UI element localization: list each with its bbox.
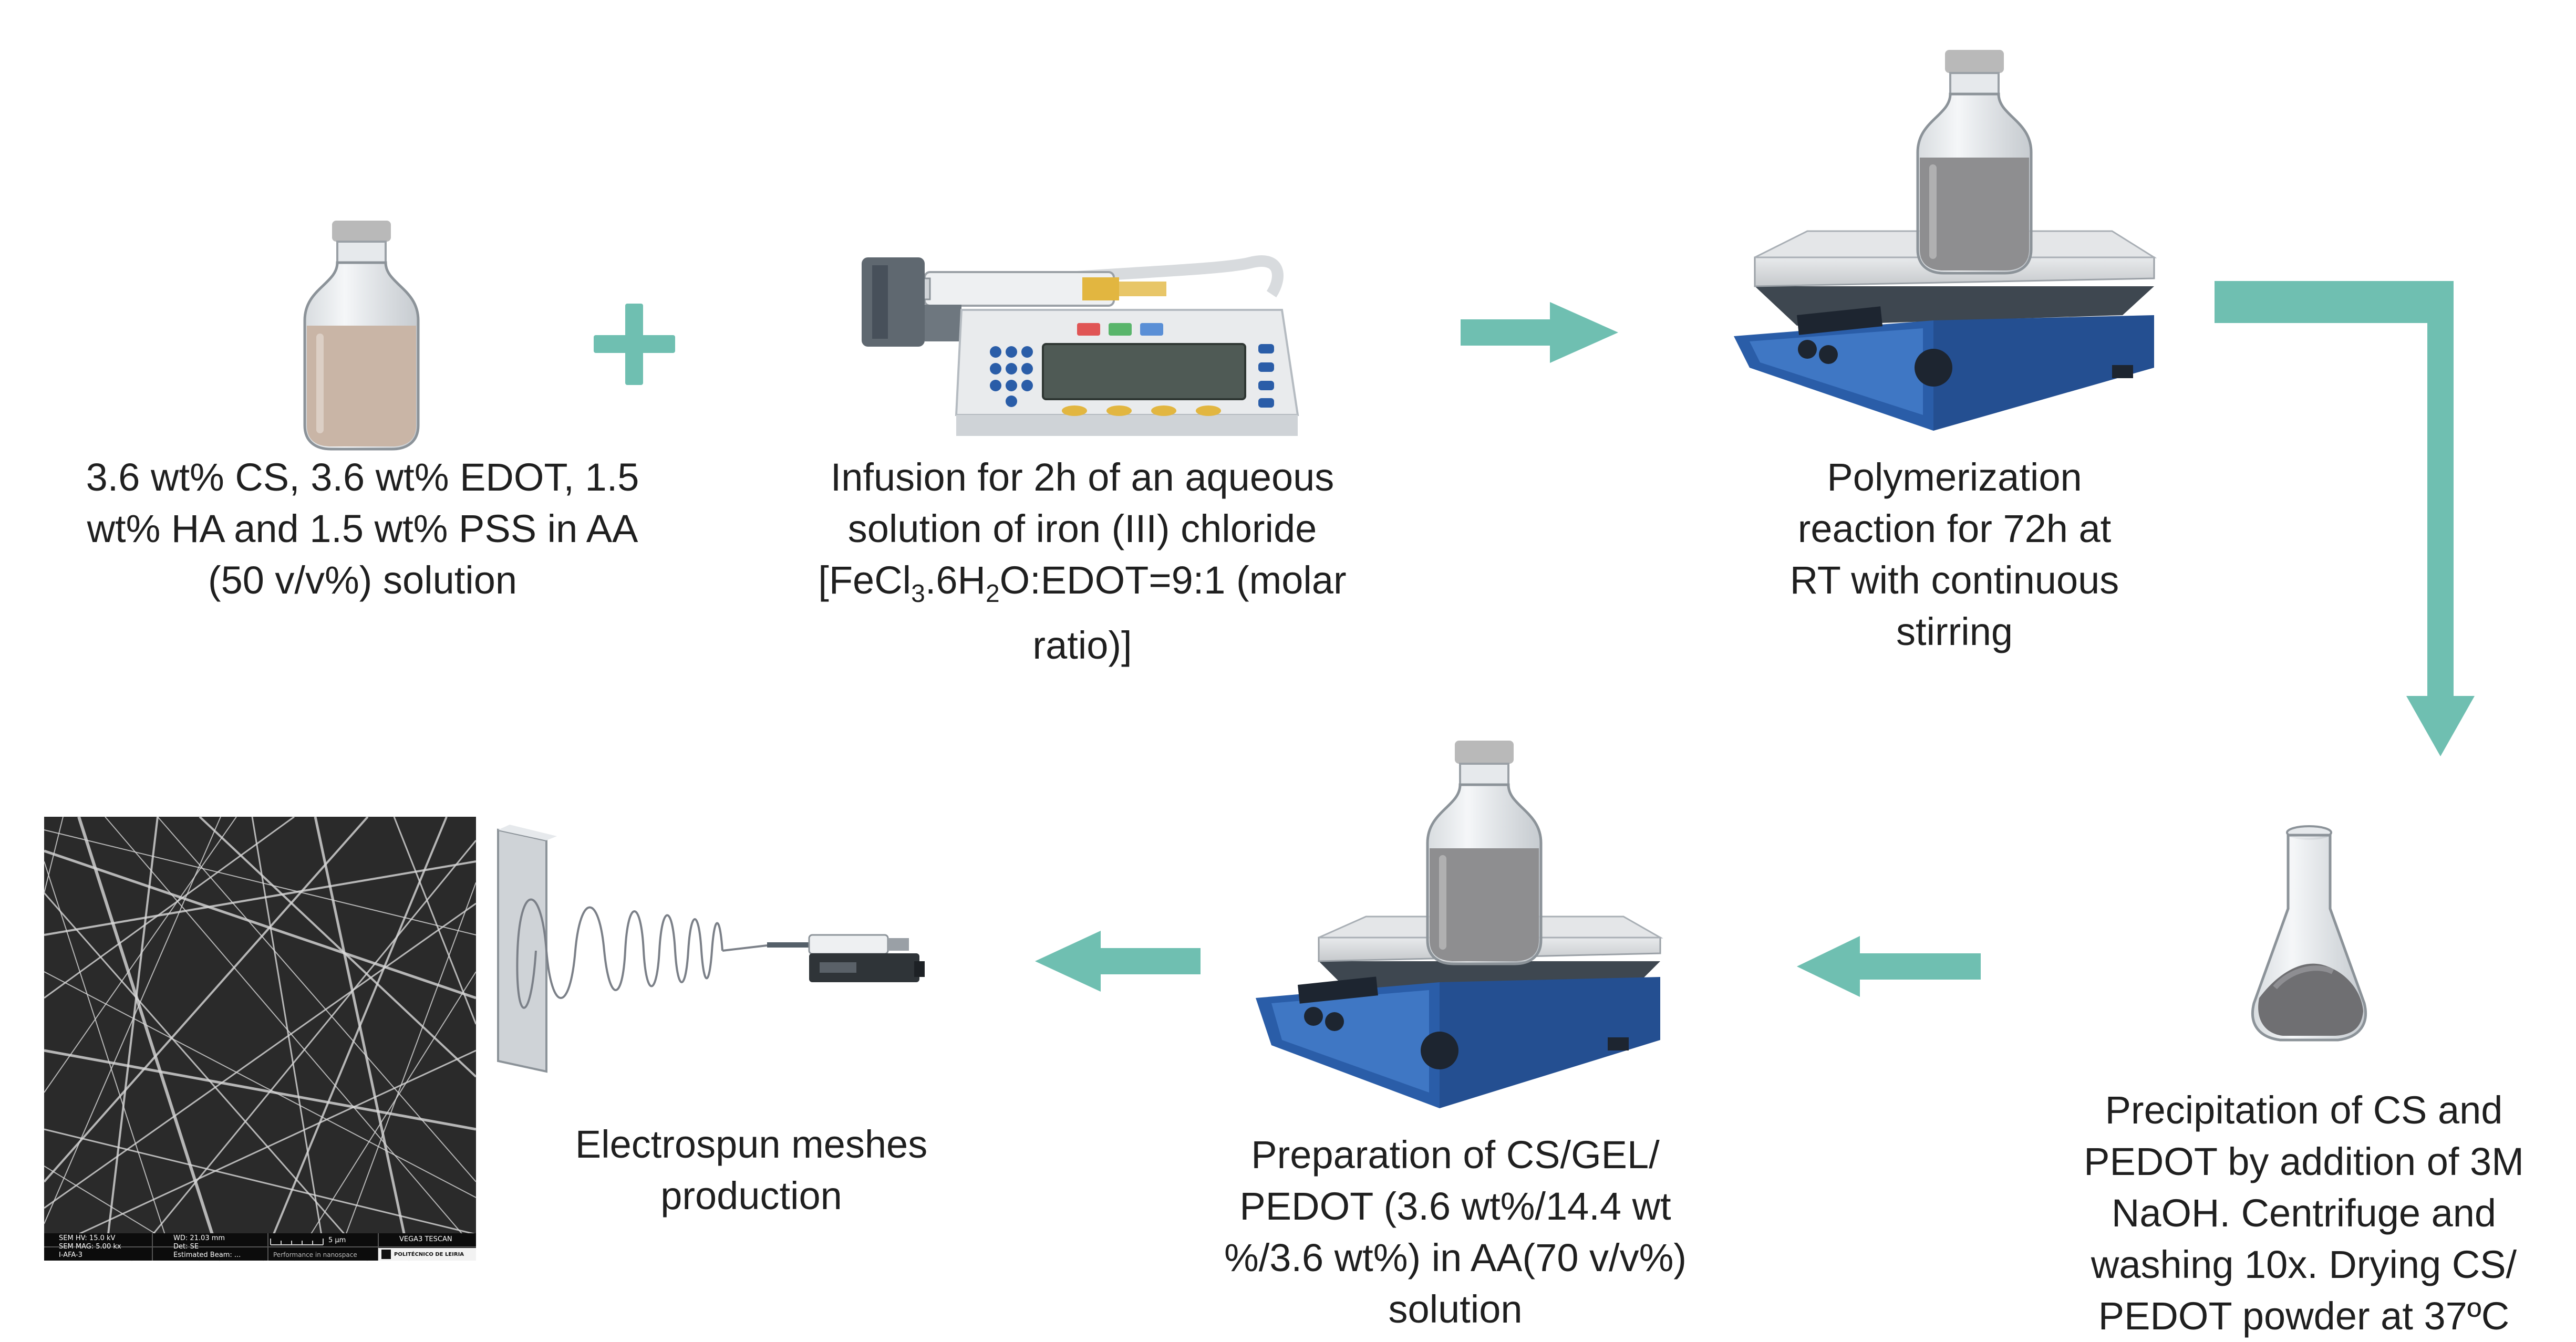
sem-mag: SEM MAG: 5.00 kx xyxy=(59,1243,121,1251)
formula-mid1: .6H xyxy=(925,558,986,602)
step4-line: NaOH. Centrifuge and xyxy=(2111,1191,2497,1235)
step3-label: Polymerization reaction for 72h at RT wi… xyxy=(1713,452,2196,658)
hotplate-stirrer-icon xyxy=(1734,50,2157,431)
step4-line: washing 10x. Drying CS/ xyxy=(2091,1243,2517,1286)
syringe-pump-icon xyxy=(862,255,1299,436)
arrow-left-icon xyxy=(1035,931,1201,992)
step1-label: 3.6 wt% CS, 3.6 wt% EDOT, 1.5 wt% HA and… xyxy=(53,452,673,606)
step3-line: Polymerization xyxy=(1827,455,2082,499)
formula-rest: O:EDOT=9:1 (molar xyxy=(999,558,1347,602)
vial-icon xyxy=(303,221,420,451)
sem-micrograph xyxy=(43,816,477,1261)
erlenmeyer-flask-icon xyxy=(2251,825,2367,1042)
step4-line: PEDOT by addition of 3M xyxy=(2084,1140,2524,1183)
arrow-left-icon xyxy=(1797,936,1981,997)
step3-line: stirring xyxy=(1896,610,2013,653)
sem-scale: 5 μm xyxy=(328,1236,346,1244)
step6-line: production xyxy=(660,1174,842,1218)
step6-label: Electrospun meshes production xyxy=(531,1119,972,1222)
step1-line: (50 v/v%) solution xyxy=(208,558,518,602)
step2-line: Infusion for 2h of an aqueous xyxy=(830,455,1334,499)
hotplate-stirrer-icon xyxy=(1256,741,1663,1108)
step5-label: Preparation of CS/GEL/ PEDOT (3.6 wt%/14… xyxy=(1177,1129,1734,1335)
step5-line: %/3.6 wt%) in AA(70 v/v%) xyxy=(1224,1236,1687,1279)
formula-sub1: 3 xyxy=(911,579,925,608)
arrow-right-icon xyxy=(1461,302,1618,363)
formula-prefix: [FeCl xyxy=(818,558,912,602)
step4-label: Precipitation of CS and PEDOT by additio… xyxy=(2039,1085,2569,1342)
sem-sample: I-AFA-3 xyxy=(59,1251,82,1259)
sem-det: Det: SE xyxy=(173,1243,199,1251)
sem-fibers xyxy=(43,816,477,1261)
step1-line: 3.6 wt% CS, 3.6 wt% EDOT, 1.5 xyxy=(86,455,639,499)
step3-line: RT with continuous xyxy=(1789,558,2119,602)
plus-icon xyxy=(594,304,675,385)
electrospinning-setup-icon xyxy=(497,825,925,1073)
sem-beam: Estimated Beam: ... xyxy=(173,1251,241,1259)
formula-sub2: 2 xyxy=(985,579,1000,608)
step3-line: reaction for 72h at xyxy=(1797,507,2112,550)
sem-logo: POLITÉCNICO DE LEIRIA xyxy=(394,1252,464,1257)
step2-line: ratio)] xyxy=(1032,623,1132,667)
step5-line: solution xyxy=(1388,1287,1523,1331)
step5-line: Preparation of CS/GEL/ xyxy=(1251,1133,1660,1177)
step5-line: PEDOT (3.6 wt%/14.4 wt xyxy=(1239,1184,1671,1228)
sem-motto: Performance in nanospace xyxy=(273,1251,357,1258)
step4-line: Precipitation of CS and xyxy=(2105,1088,2503,1132)
sem-wd: WD: 21.03 mm xyxy=(173,1234,225,1242)
sem-hv: SEM HV: 15.0 kV xyxy=(59,1234,116,1242)
step2-formula-line: [FeCl3.6H2O:EDOT=9:1 (molar xyxy=(772,555,1392,620)
step2-line: solution of iron (III) chloride xyxy=(847,507,1317,550)
step4-line: PEDOT powder at 37ºC xyxy=(2098,1294,2510,1338)
arrow-elbow-down-icon xyxy=(2215,281,2475,756)
step2-label: Infusion for 2h of an aqueous solution o… xyxy=(772,452,1392,671)
sem-brand: VEGA3 TESCAN xyxy=(399,1235,452,1243)
step1-line: wt% HA and 1.5 wt% PSS in AA xyxy=(87,507,638,550)
step6-line: Electrospun meshes xyxy=(575,1122,928,1166)
